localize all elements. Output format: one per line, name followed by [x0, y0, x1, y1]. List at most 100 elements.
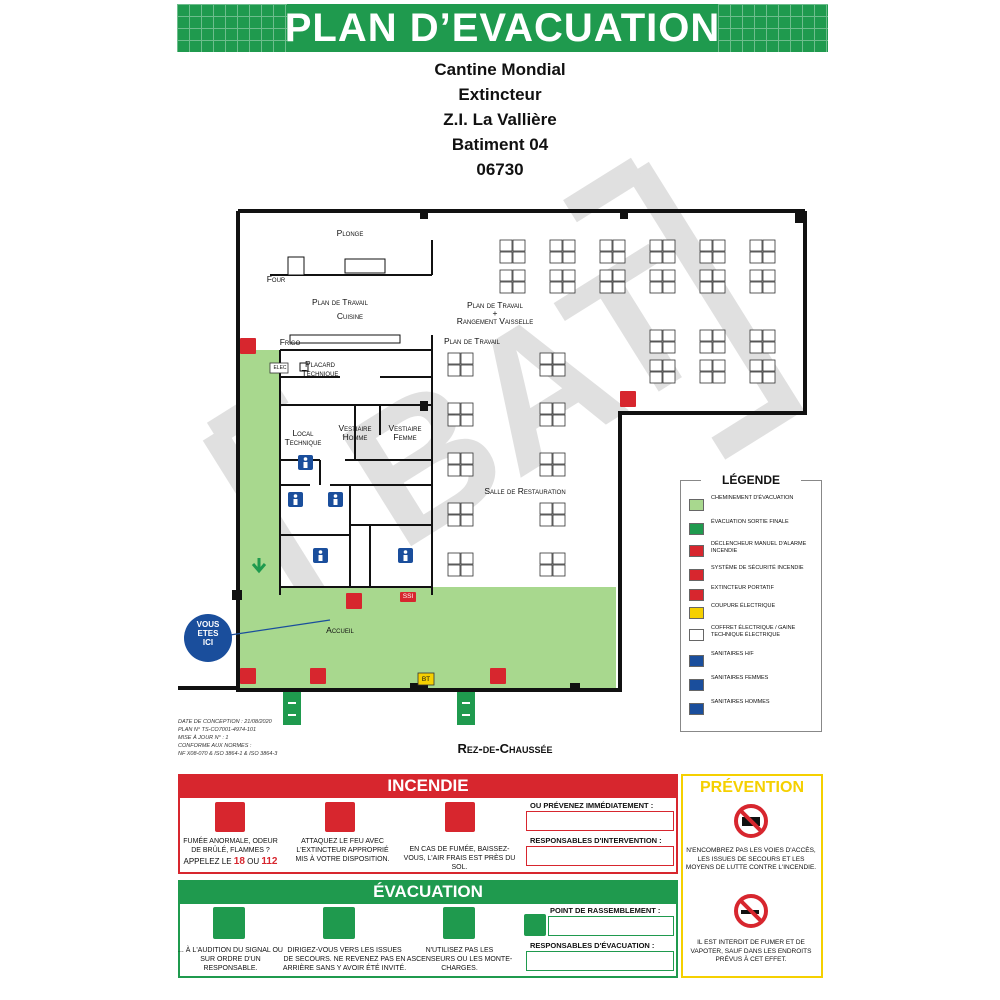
legend-label: Évacuation sortie finale	[711, 519, 789, 525]
table-seat	[512, 239, 526, 252]
phone-icon	[215, 802, 245, 832]
table-seat	[539, 464, 553, 477]
legend-label: Extincteur portatif	[711, 585, 774, 591]
legend-label: Cheminement d'évacuation	[711, 495, 794, 501]
room-label: Vestiaire Femme	[388, 423, 422, 442]
table-seat	[762, 281, 776, 294]
direction-arrow	[251, 558, 267, 574]
table-seat	[712, 341, 726, 354]
table-seat	[549, 251, 563, 264]
table-seat	[552, 514, 566, 527]
fire-extinguisher-icon	[490, 668, 506, 684]
table-seat	[662, 269, 676, 282]
room-label: Salle de Restauration	[484, 486, 566, 496]
table-seat	[460, 452, 474, 465]
table-seat	[539, 552, 553, 565]
table-seat	[599, 239, 613, 252]
fire-extinguisher-icon	[310, 668, 326, 684]
table-seat	[460, 564, 474, 577]
incendie-text-1: FUMÉE ANORMALE, ODEUR DE BRÛLÉ, FLAMMES …	[183, 838, 278, 854]
exit-sign-icon	[457, 692, 475, 725]
legend-label: Coffret électrique / gaine technique éle…	[711, 625, 796, 638]
table-seat	[539, 352, 553, 365]
room-label: Placard Technique	[301, 359, 339, 378]
table-seat	[562, 239, 576, 252]
prevention-text-1: N'ENCOMBREZ PAS LES VOIES D'ACCÈS, LES I…	[685, 847, 817, 871]
no-smoking-icon	[734, 894, 768, 928]
room-label: Rangement Vaisselle	[456, 316, 534, 326]
legend-swatch-icon	[689, 655, 704, 667]
blueprint-decoration	[177, 4, 287, 52]
table-seat	[712, 371, 726, 384]
table-seat	[562, 281, 576, 294]
incendie-title: INCENDIE	[178, 774, 678, 798]
table-seat	[662, 359, 676, 372]
room-label: Cuisine	[336, 311, 364, 321]
address-line: Extincteur	[458, 85, 542, 104]
you-are-here-word: ETES	[197, 629, 219, 638]
table-seat	[447, 502, 461, 515]
table-seat	[749, 251, 763, 264]
room-label: +	[492, 308, 498, 318]
elec-box-icon	[269, 362, 289, 374]
blueprint-decoration	[718, 4, 828, 52]
address-line: 06730	[476, 160, 524, 179]
table-seat	[749, 329, 763, 342]
table-seat	[649, 239, 663, 252]
table-seat	[460, 414, 474, 427]
table-seat	[512, 251, 526, 264]
room-label: Frigo	[279, 337, 301, 347]
notify-label: OU PRÉVENEZ IMMÉDIATEMENT :	[530, 801, 654, 810]
table-seat	[447, 452, 461, 465]
design-info: DATE DE CONCEPTION : 21/08/2020 PLAN N° …	[178, 718, 277, 758]
table-seat	[447, 402, 461, 415]
table-seat	[662, 281, 676, 294]
table-seat	[612, 251, 626, 264]
assembly-label: POINT DE RASSEMBLEMENT :	[550, 906, 661, 915]
legend-swatch-icon	[689, 679, 704, 691]
table-seat	[599, 281, 613, 294]
room-label: Plan de Travail	[312, 297, 368, 307]
you-are-here-marker	[184, 614, 232, 662]
room-label: Plonge	[336, 228, 364, 238]
bt-label: BT	[421, 676, 431, 683]
incendie-text-2: ATTAQUEZ LE FEU AVEC L'EXTINCTEUR APPROP…	[295, 838, 390, 863]
table-seat	[612, 269, 626, 282]
table-seat	[499, 251, 513, 264]
table-seat	[699, 371, 713, 384]
legend-label: Sanitaires femmes	[711, 675, 769, 681]
table-seat	[539, 502, 553, 515]
table-seat	[699, 239, 713, 252]
legend-swatch-icon	[689, 523, 704, 535]
table-seat	[552, 402, 566, 415]
legend-item: Coupure électrique	[687, 603, 817, 623]
legend-item: Coffret électrique / gaine technique éle…	[687, 625, 817, 645]
table-seat	[552, 502, 566, 515]
no-obstruction-icon	[734, 804, 768, 838]
table-seat	[447, 414, 461, 427]
table-seat	[712, 269, 726, 282]
evacuation-resp-label: RESPONSABLES D'ÉVACUATION :	[530, 941, 655, 950]
table-seat	[712, 251, 726, 264]
table-seat	[460, 514, 474, 527]
table-seat	[512, 281, 526, 294]
table-seat	[512, 269, 526, 282]
fire-extinguisher-icon	[240, 338, 256, 354]
table-seat	[460, 364, 474, 377]
table-seat	[552, 564, 566, 577]
table-seat	[447, 514, 461, 527]
table-seat	[762, 251, 776, 264]
legend-label: Déclencheur manuel d'alarme incendie	[711, 541, 807, 554]
legend-label: Système de sécurité incendie	[711, 565, 804, 571]
legend-swatch-icon	[689, 589, 704, 601]
design-date: DATE DE CONCEPTION : 21/08/2020	[178, 719, 272, 725]
table-seat	[549, 239, 563, 252]
exit-sign-icon	[283, 692, 301, 725]
prevention-panel	[681, 774, 823, 978]
intervention-field	[526, 846, 674, 866]
alarm-signal-icon	[213, 907, 245, 939]
table-seat	[649, 329, 663, 342]
address-line: Batiment 04	[451, 135, 549, 154]
table-seat	[662, 329, 676, 342]
table-seat	[447, 464, 461, 477]
